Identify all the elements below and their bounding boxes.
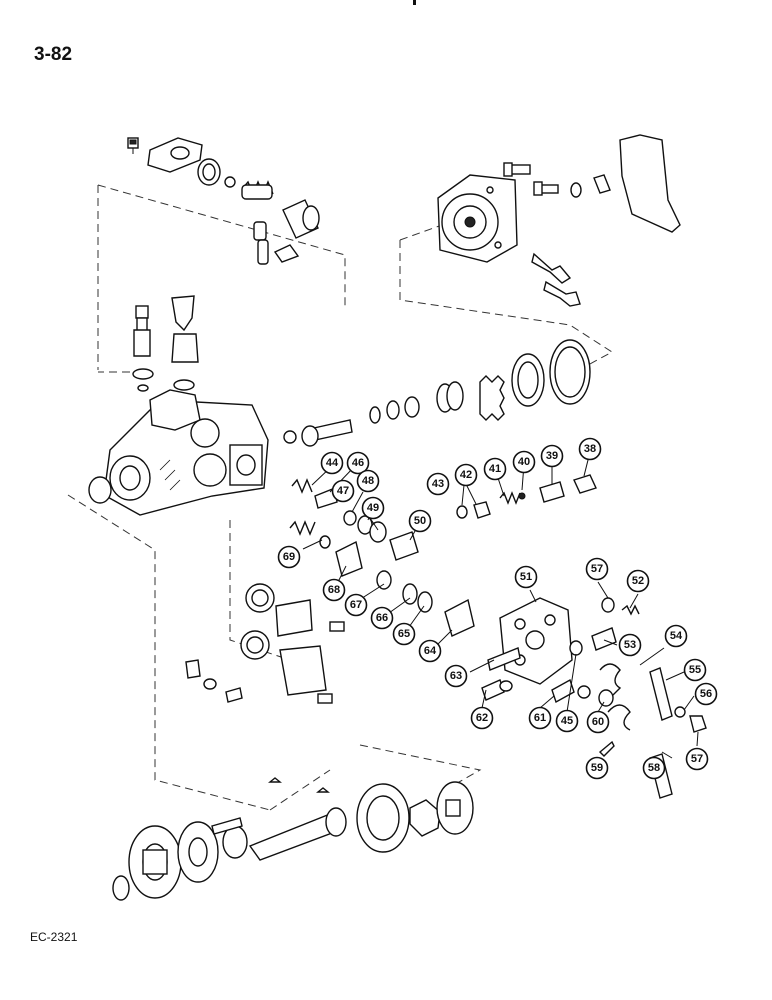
callout-label: 46 (352, 457, 364, 469)
callout-48: 48 (356, 469, 380, 493)
callout-label: 62 (476, 712, 488, 724)
callout-label: 55 (689, 664, 701, 676)
screw-icon (127, 137, 139, 154)
top-cover-assembly (127, 137, 320, 265)
callout-56: 56 (694, 682, 718, 706)
callout-68: 68 (322, 578, 346, 602)
callout-45: 45 (555, 709, 579, 733)
callout-bubbles: 44 46 47 48 49 50 43 42 41 40 39 38 69 6… (277, 437, 718, 780)
callout-label: 41 (489, 463, 501, 475)
callout-label: 47 (337, 485, 349, 497)
valve-parts (132, 295, 199, 392)
screw-icon (503, 162, 531, 177)
callout-label: 42 (460, 469, 472, 481)
callout-label: 51 (520, 571, 532, 583)
callout-44: 44 (320, 451, 344, 475)
callout-label: 65 (398, 628, 410, 640)
callout-50: 50 (408, 509, 432, 533)
callout-label: 53 (624, 639, 636, 651)
callout-58: 58 (642, 756, 666, 780)
spring-lever-icon (599, 663, 622, 699)
callout-57-top: 57 (585, 557, 609, 581)
callout-label: 67 (350, 599, 362, 611)
spring-icon (241, 180, 274, 200)
callout-52: 52 (626, 569, 650, 593)
callout-label: 57 (591, 563, 603, 575)
shaft-seal-icon (88, 476, 112, 504)
screw-icon (531, 252, 572, 284)
callout-label: 58 (648, 762, 660, 774)
callout-47: 47 (331, 479, 355, 503)
bolt-icon (171, 295, 195, 332)
callout-53: 53 (618, 633, 642, 657)
callout-59: 59 (585, 756, 609, 780)
callout-label: 49 (367, 502, 379, 514)
callout-54: 54 (664, 624, 688, 648)
callout-label: 39 (546, 450, 558, 462)
callout-39: 39 (540, 444, 564, 468)
pump-housing (88, 389, 269, 516)
callout-51: 51 (514, 565, 538, 589)
callout-label: 45 (561, 715, 573, 727)
callout-63: 63 (444, 664, 468, 688)
figure-code: EC-2321 (30, 930, 78, 944)
callout-66: 66 (370, 606, 394, 630)
callout-label: 44 (326, 457, 339, 469)
callout-leaders (302, 451, 699, 759)
callout-67: 67 (344, 593, 368, 617)
callout-49: 49 (361, 496, 385, 520)
callout-69: 69 (277, 545, 301, 569)
callout-label: 64 (424, 645, 437, 657)
callout-55: 55 (683, 658, 707, 682)
callout-label: 43 (432, 478, 444, 490)
callout-64: 64 (418, 639, 442, 663)
callout-40: 40 (512, 450, 536, 474)
cover-parts (185, 583, 345, 704)
top-edge-mark (413, 0, 416, 5)
callout-65: 65 (392, 622, 416, 646)
callout-label: 40 (518, 456, 530, 468)
callout-label: 57 (691, 753, 703, 765)
bracket-icon (619, 134, 681, 233)
callout-46: 46 (346, 451, 370, 475)
callout-42: 42 (454, 463, 478, 487)
callout-label: 56 (700, 688, 712, 700)
gear-icon (479, 375, 505, 421)
callout-label: 60 (592, 716, 604, 728)
callout-label: 59 (591, 762, 603, 774)
callout-label: 69 (283, 551, 295, 563)
callout-60: 60 (586, 710, 610, 734)
callout-62: 62 (470, 706, 494, 730)
callout-38: 38 (578, 437, 602, 461)
callout-43: 43 (426, 472, 450, 496)
callout-label: 52 (632, 575, 644, 587)
callout-label: 61 (534, 712, 546, 724)
callout-41: 41 (483, 457, 507, 481)
callout-57-bottom: 57 (685, 747, 709, 771)
callout-label: 68 (328, 584, 340, 596)
rotor-row (283, 339, 591, 447)
callout-label: 66 (376, 612, 388, 624)
callout-label: 48 (362, 475, 374, 487)
callout-label: 50 (414, 515, 426, 527)
callout-61: 61 (528, 706, 552, 730)
screw-icon (543, 280, 581, 307)
drive-shaft-assembly (112, 777, 474, 901)
page-number: 3-82 (34, 44, 73, 65)
hydraulic-head-assembly (437, 134, 681, 307)
callout-label: 38 (584, 443, 596, 455)
callout-label: 63 (450, 670, 462, 682)
screw-icon (533, 181, 559, 196)
governor-parts (289, 474, 597, 637)
callout-label: 54 (670, 630, 683, 642)
